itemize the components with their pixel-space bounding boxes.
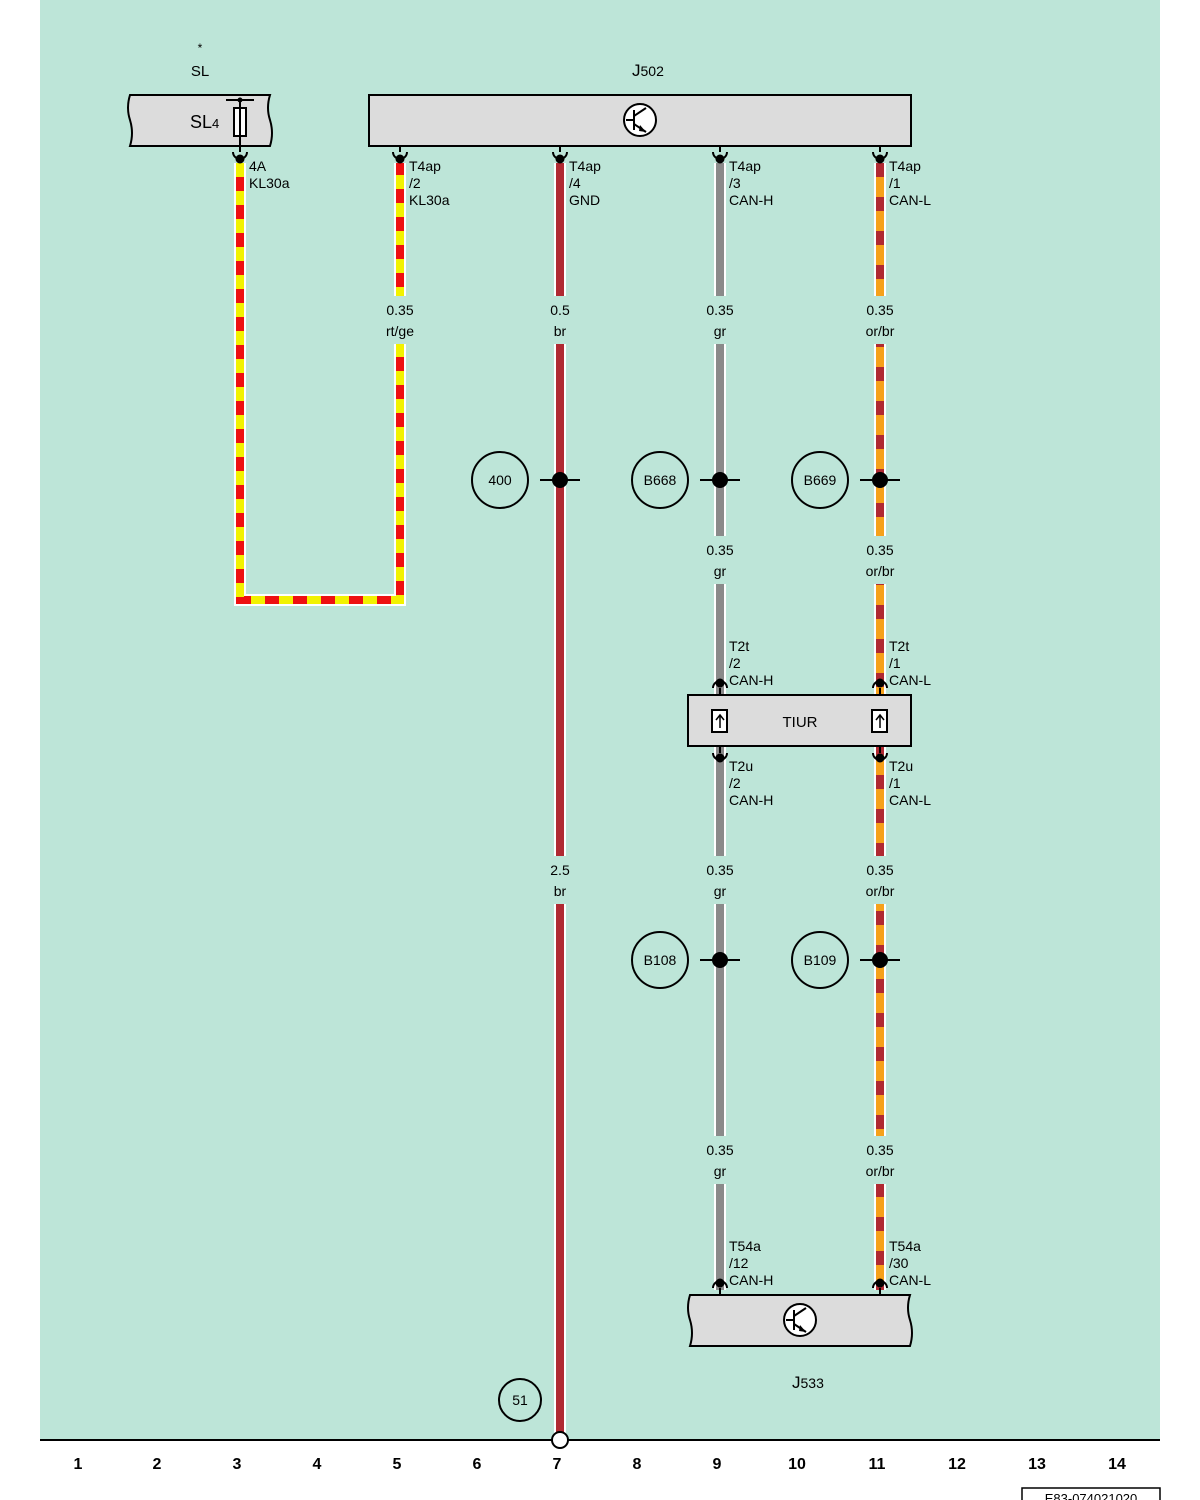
track-number: 11 <box>869 1456 886 1473</box>
track-number: 13 <box>1028 1456 1046 1473</box>
transistor-symbol-icon <box>783 1303 817 1337</box>
wire-label-gaps <box>380 296 904 1184</box>
transistor-symbol-icon <box>623 103 657 137</box>
splice-b108: B108 <box>631 931 740 989</box>
track-number: 9 <box>713 1456 722 1473</box>
track-number: 8 <box>633 1456 642 1473</box>
splice-dot-icon <box>552 472 568 488</box>
track-numbers: 1 2 3 4 5 6 7 8 9 10 11 12 13 14 <box>74 1456 1126 1473</box>
resistor-icon <box>711 709 728 733</box>
splice-b109: B109 <box>791 931 900 989</box>
diagram-background <box>40 0 1160 1440</box>
track-number: 3 <box>233 1456 242 1473</box>
fuse-holder-sl4: SL4 <box>127 94 273 152</box>
track-number: 1 <box>74 1456 83 1473</box>
earth-point-51: 51 <box>498 1378 542 1422</box>
wire-rt-ge-kl30a <box>234 163 406 606</box>
track-number: 4 <box>313 1456 322 1473</box>
track-number: 7 <box>553 1456 562 1473</box>
fuse-holder-label: SL <box>191 63 209 80</box>
control-unit-j502-label: J502 <box>632 61 664 80</box>
svg-text:B668: B668 <box>644 472 677 488</box>
earth-point-icon <box>551 1431 569 1449</box>
track-number: 14 <box>1108 1456 1126 1473</box>
fuse-icon <box>226 97 254 152</box>
svg-text:E83-074021020: E83-074021020 <box>1045 1491 1138 1500</box>
svg-text:B669: B669 <box>804 472 837 488</box>
fuse-sl4-label: SL4 <box>190 112 219 132</box>
splice-dot-icon <box>712 472 728 488</box>
terminating-resistor-label: TIUR <box>783 714 818 731</box>
track-number: 5 <box>393 1456 402 1473</box>
control-unit-j533-label: J533 <box>792 1373 824 1392</box>
fuse-holder-marker: * <box>198 41 203 55</box>
track-number: 2 <box>153 1456 162 1473</box>
track-number: 12 <box>948 1456 966 1473</box>
svg-text:51: 51 <box>512 1392 528 1408</box>
svg-text:400: 400 <box>488 472 512 488</box>
control-unit-j502 <box>368 94 912 147</box>
track-number: 6 <box>473 1456 482 1473</box>
splice-dot-icon <box>872 472 888 488</box>
resistor-icon <box>871 709 888 733</box>
splice-b669: B669 <box>791 451 900 509</box>
control-unit-j533 <box>687 1294 913 1347</box>
splice-dot-icon <box>712 952 728 968</box>
svg-text:B108: B108 <box>644 952 677 968</box>
splice-b668: B668 <box>631 451 740 509</box>
splice-400: 400 <box>471 451 580 509</box>
track-number: 10 <box>788 1456 806 1473</box>
connector-pins <box>232 146 888 1295</box>
splice-dot-icon <box>872 952 888 968</box>
svg-text:B109: B109 <box>804 952 837 968</box>
terminating-resistor-tiur: TIUR <box>687 694 912 747</box>
figure-id-box: E83-074021020 <box>1021 1487 1161 1500</box>
